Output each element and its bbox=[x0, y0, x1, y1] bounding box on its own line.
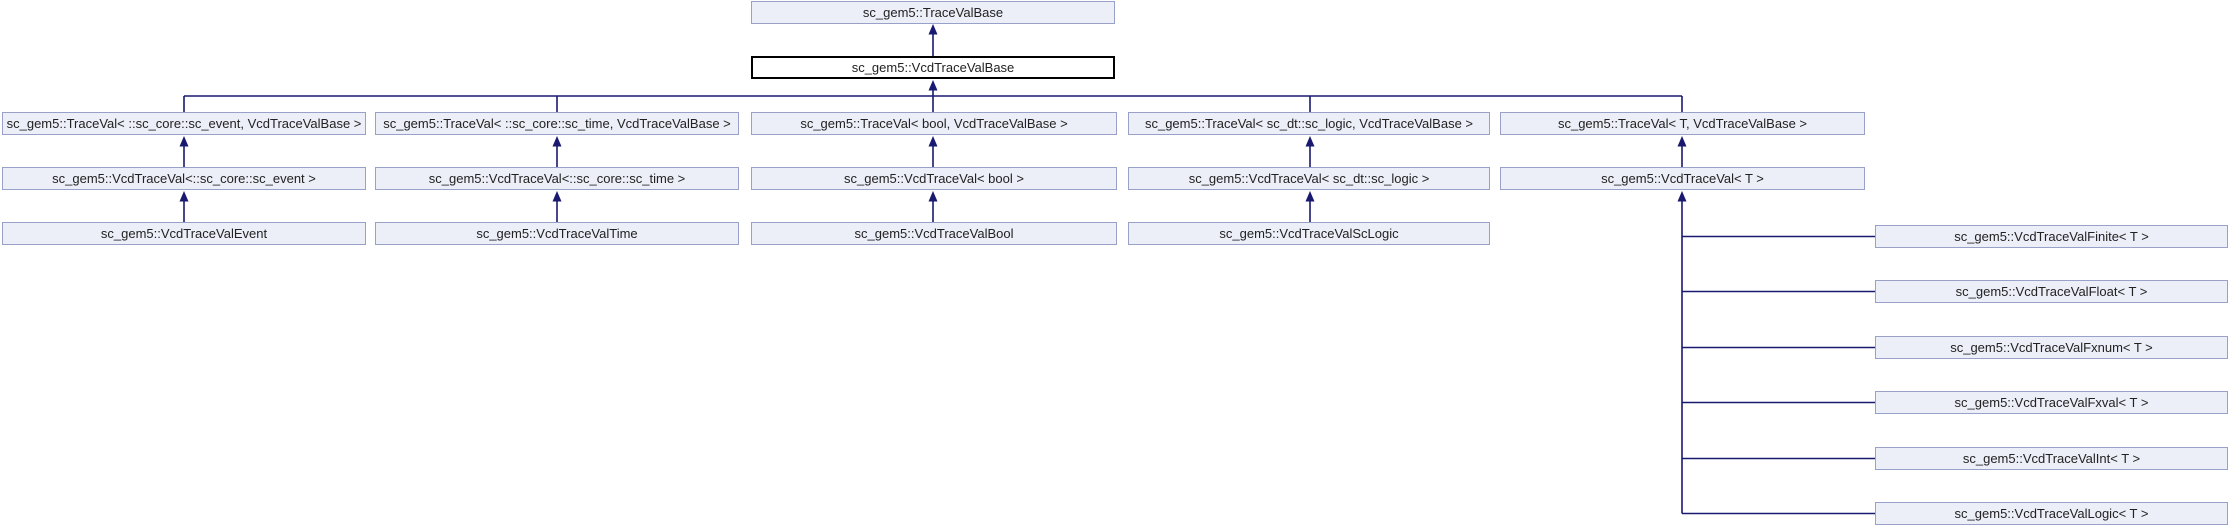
node-vcdtracevalsclogic[interactable]: sc_gem5::VcdTraceValScLogic bbox=[1128, 222, 1490, 245]
edge-arrowheads bbox=[179, 24, 1687, 202]
node-vcdtraceval-bool[interactable]: sc_gem5::VcdTraceVal< bool > bbox=[751, 167, 1117, 190]
node-traceval-bool[interactable]: sc_gem5::TraceVal< bool, VcdTraceValBase… bbox=[751, 112, 1117, 135]
node-vcdtracevalint-t[interactable]: sc_gem5::VcdTraceValInt< T > bbox=[1875, 447, 2228, 470]
node-vcdtracevallogic-t[interactable]: sc_gem5::VcdTraceValLogic< T > bbox=[1875, 502, 2228, 525]
node-vcdtraceval-sc-event[interactable]: sc_gem5::VcdTraceVal<::sc_core::sc_event… bbox=[2, 167, 366, 190]
node-vcdtracevalfxval-t[interactable]: sc_gem5::VcdTraceValFxval< T > bbox=[1875, 391, 2228, 414]
node-vcdtraceval-t[interactable]: sc_gem5::VcdTraceVal< T > bbox=[1500, 167, 1865, 190]
node-vcdtracevalfxnum-t[interactable]: sc_gem5::VcdTraceValFxnum< T > bbox=[1875, 336, 2228, 359]
edge-lines bbox=[183, 34, 1876, 515]
node-vcdtracevalevent[interactable]: sc_gem5::VcdTraceValEvent bbox=[2, 222, 366, 245]
node-vcdtracevalbase-current: sc_gem5::VcdTraceValBase bbox=[751, 56, 1115, 79]
node-vcdtracevalbool[interactable]: sc_gem5::VcdTraceValBool bbox=[751, 222, 1117, 245]
node-vcdtracevaltime[interactable]: sc_gem5::VcdTraceValTime bbox=[375, 222, 739, 245]
node-tracevalbase[interactable]: sc_gem5::TraceValBase bbox=[751, 1, 1115, 24]
node-vcdtraceval-sc-logic[interactable]: sc_gem5::VcdTraceVal< sc_dt::sc_logic > bbox=[1128, 167, 1490, 190]
node-vcdtracevalfloat-t[interactable]: sc_gem5::VcdTraceValFloat< T > bbox=[1875, 280, 2228, 303]
node-vcdtraceval-sc-time[interactable]: sc_gem5::VcdTraceVal<::sc_core::sc_time … bbox=[375, 167, 739, 190]
node-traceval-sc-logic[interactable]: sc_gem5::TraceVal< sc_dt::sc_logic, VcdT… bbox=[1128, 112, 1490, 135]
node-traceval-sc-event[interactable]: sc_gem5::TraceVal< ::sc_core::sc_event, … bbox=[2, 112, 366, 135]
node-vcdtracevalfinite-t[interactable]: sc_gem5::VcdTraceValFinite< T > bbox=[1875, 225, 2228, 248]
node-traceval-sc-time[interactable]: sc_gem5::TraceVal< ::sc_core::sc_time, V… bbox=[375, 112, 739, 135]
node-traceval-t[interactable]: sc_gem5::TraceVal< T, VcdTraceValBase > bbox=[1500, 112, 1865, 135]
